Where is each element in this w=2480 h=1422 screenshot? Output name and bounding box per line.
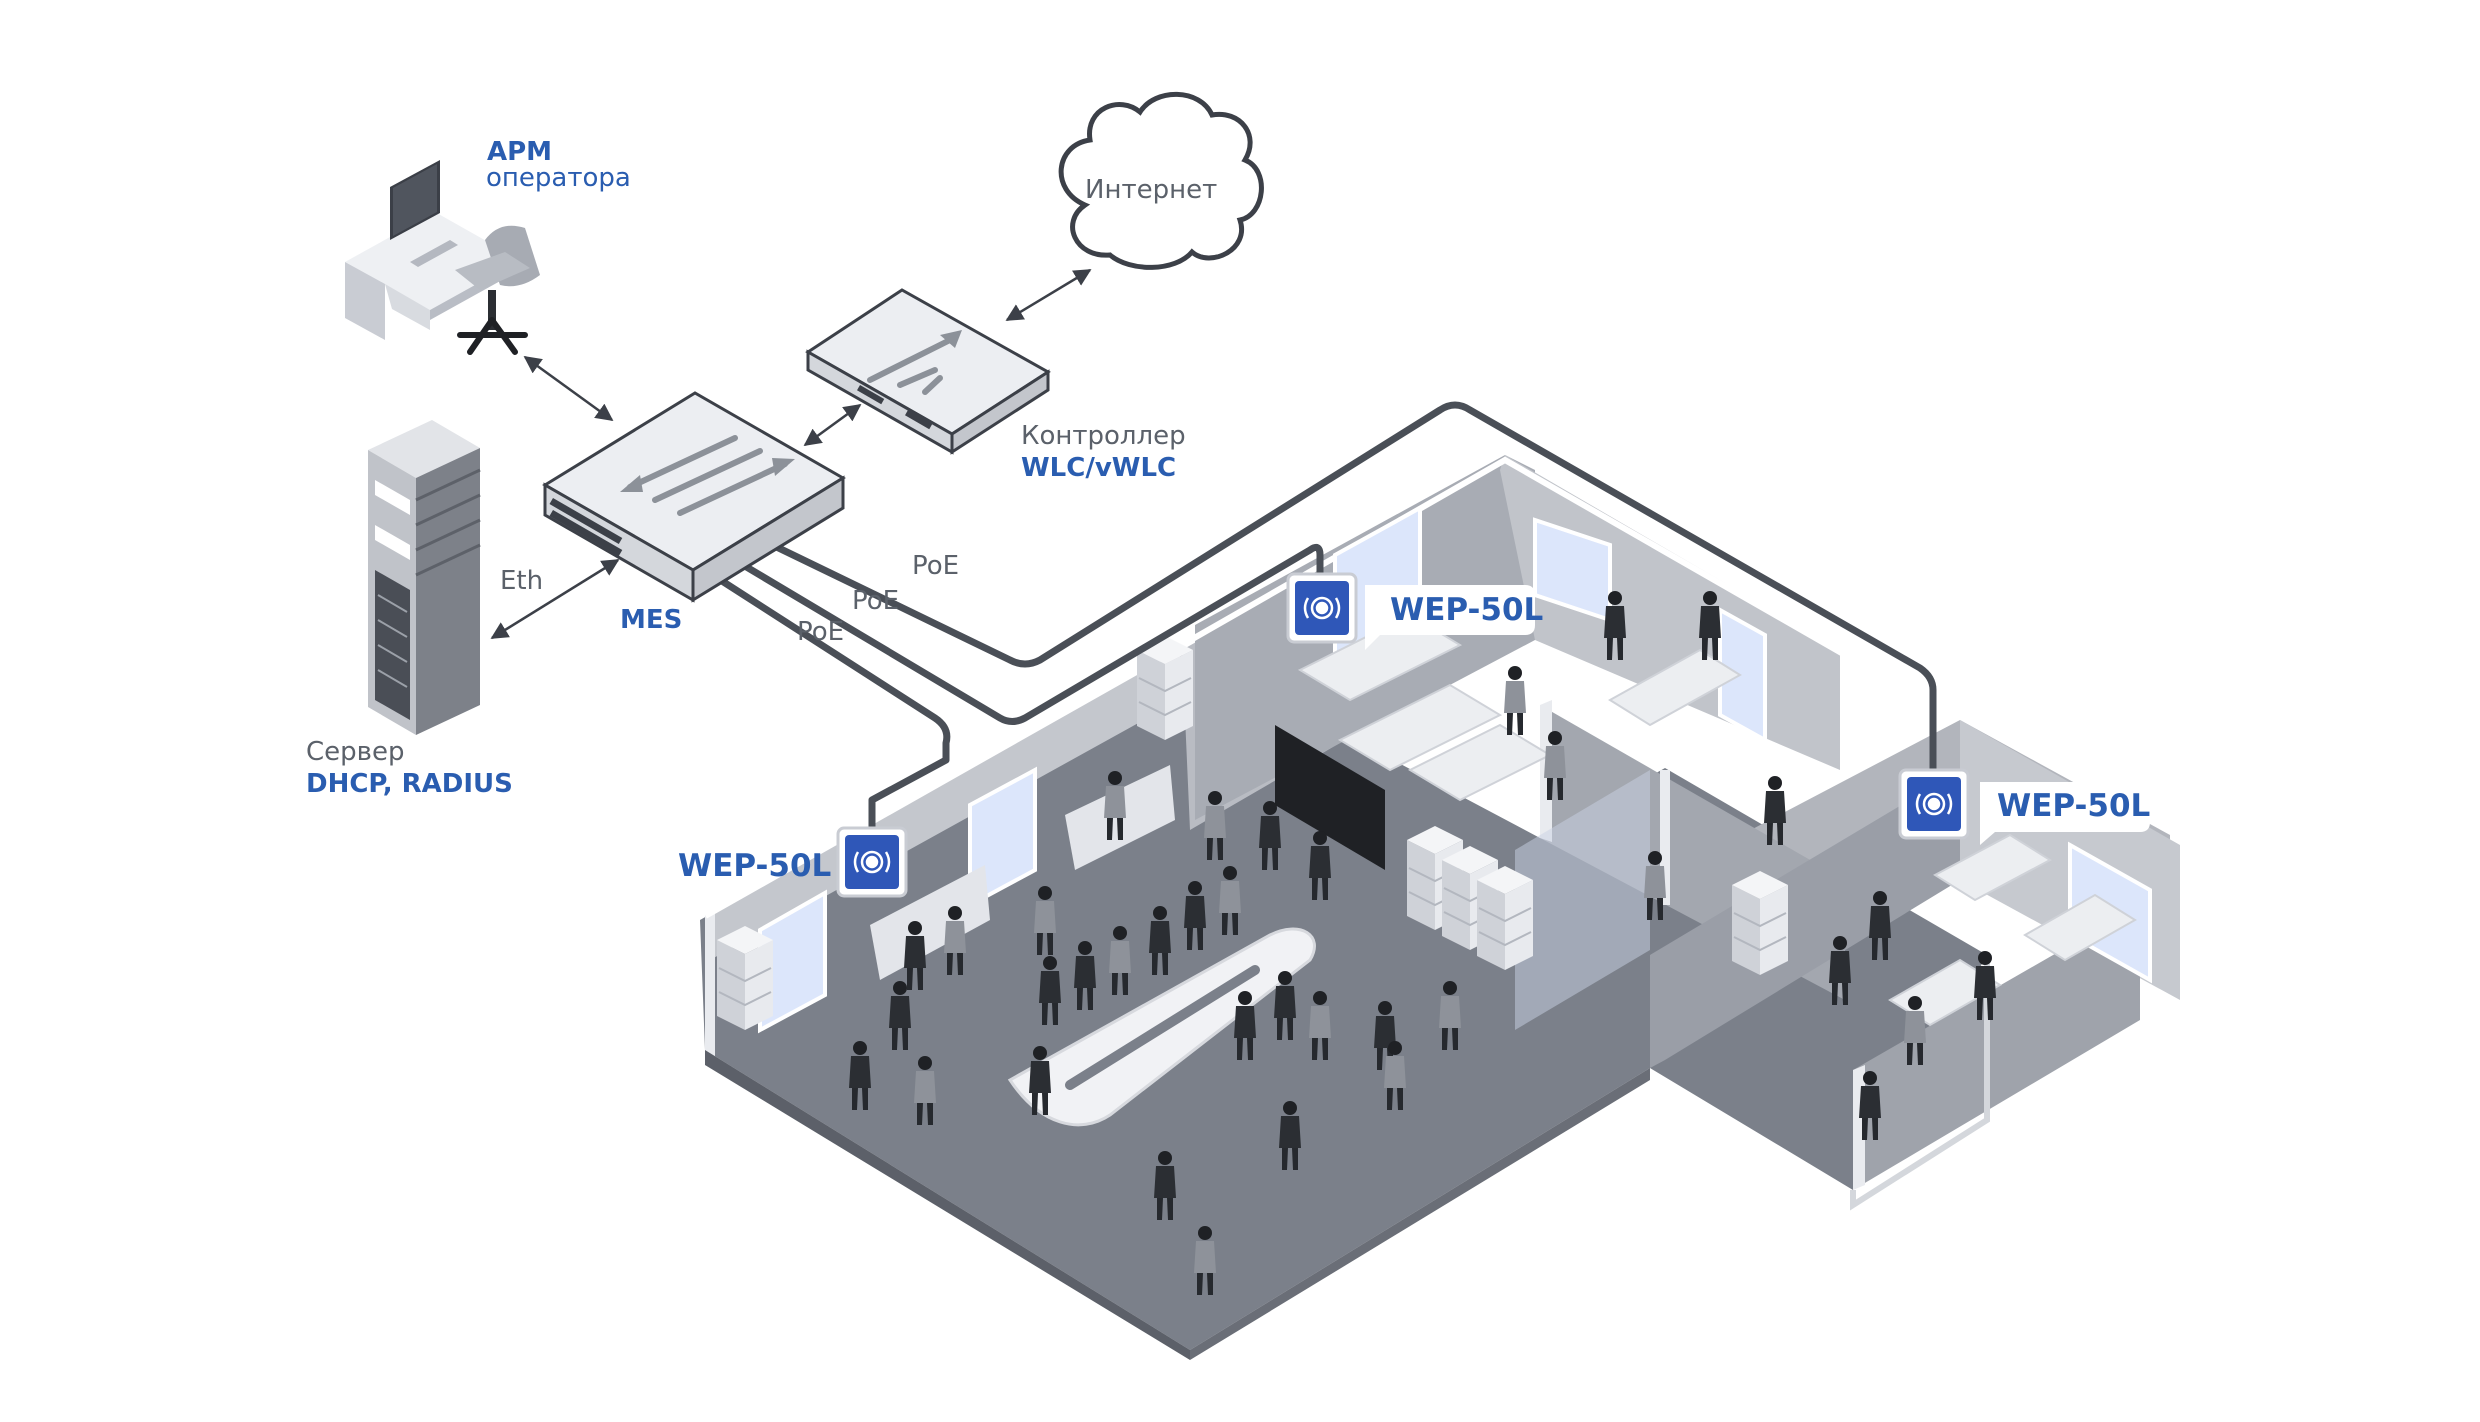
poe-label-2: PoE <box>852 586 899 616</box>
arrow-workstation-switch <box>523 355 614 422</box>
front-wall-left <box>705 1050 1190 1360</box>
controller-label-line2: WLC/vWLC <box>1021 453 1176 483</box>
office-building <box>700 455 2180 1360</box>
wifi-signal-icon <box>1915 792 1953 816</box>
cable-to-ap-left <box>704 568 951 834</box>
arrow-controller-internet <box>1005 268 1092 322</box>
switch-label: MES <box>620 605 682 635</box>
wifi-signal-icon <box>853 850 891 874</box>
server-label-line1: Сервер <box>306 737 404 767</box>
cable-to-ap-right <box>754 401 1937 776</box>
arrow-switch-controller <box>803 403 862 447</box>
eth-label: Eth <box>500 566 543 596</box>
controller-label-line1: Контроллер <box>1021 421 1186 451</box>
front-wall-right <box>1190 1068 1650 1360</box>
ap-left-label: WEP-50L <box>678 848 831 884</box>
operator-workstation <box>345 160 540 355</box>
access-point-left <box>836 826 908 898</box>
partition-wall-2 <box>1650 770 1960 1068</box>
controller-wlc <box>805 288 1051 455</box>
server-rack <box>368 420 481 735</box>
poe-cables <box>704 401 1937 834</box>
internet-cloud <box>1058 91 1264 270</box>
access-point-center <box>1286 572 1535 650</box>
internet-label: Интернет <box>1085 175 1217 205</box>
poe-label-3: PoE <box>797 617 844 647</box>
poe-label-1: PoE <box>912 551 959 581</box>
server-label-line2: DHCP, RADIUS <box>306 769 513 799</box>
partition-wall-3 <box>1853 905 2140 1190</box>
wifi-signal-icon <box>1303 596 1341 620</box>
left-wall <box>705 645 1180 1065</box>
tv-screen <box>1275 725 1385 870</box>
arrow-server-switch <box>490 558 620 640</box>
switch-mes <box>542 391 846 603</box>
cable-to-ap-center <box>724 543 1324 725</box>
access-point-right <box>1898 768 2150 845</box>
connection-arrows <box>490 268 1092 640</box>
ap-center-label: WEP-50L <box>1390 592 1543 628</box>
ap-right-label: WEP-50L <box>1997 788 2150 824</box>
workstation-label-line2: оператора <box>486 163 631 193</box>
workstation-label-line1: АРМ <box>487 137 552 167</box>
